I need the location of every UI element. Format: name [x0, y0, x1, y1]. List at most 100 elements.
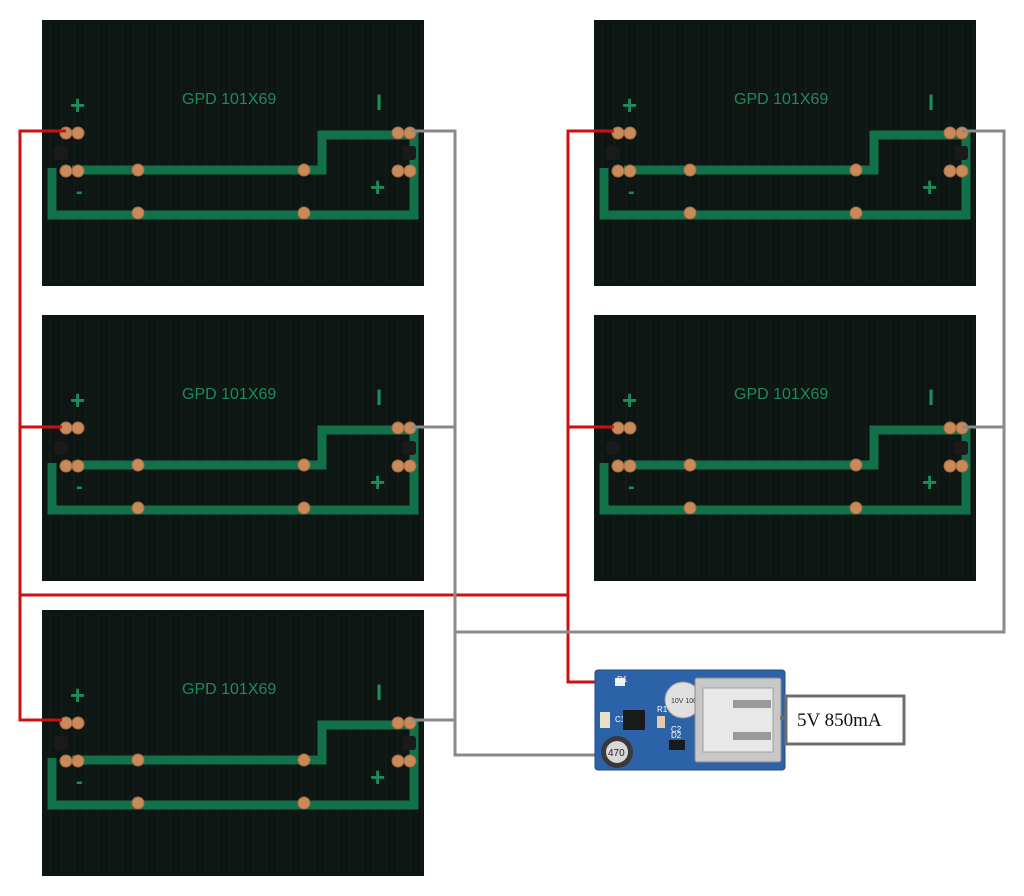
- usb-port-inner: [702, 687, 774, 753]
- minus-sign: -: [76, 181, 83, 203]
- solder-pad: [71, 459, 85, 473]
- usb-contact-bottom: [733, 732, 771, 740]
- minus-sign: -: [628, 181, 635, 203]
- panel-middle-right: GPD 101X69 + I - +: [594, 315, 976, 581]
- bypass-diode: [606, 441, 620, 455]
- inductor-top: [606, 741, 628, 763]
- solder-pad: [391, 164, 405, 178]
- solder-pad: [391, 716, 405, 730]
- bypass-diode: [402, 736, 416, 750]
- panel-surface: [42, 610, 424, 876]
- c2-label: C2: [671, 725, 682, 734]
- solder-pad: [59, 164, 73, 178]
- solder-pad: [611, 126, 625, 140]
- d1-label: D1: [617, 675, 628, 684]
- solder-pad: [955, 459, 969, 473]
- solder-pad: [623, 421, 637, 435]
- c1-label: C1: [615, 715, 626, 724]
- panel-model-label: GPD 101X69: [734, 91, 828, 108]
- cap-marking: 10V 100: [671, 698, 697, 705]
- panel-surface: [42, 315, 424, 581]
- minus-sign: -: [76, 771, 83, 793]
- plus-sign: +: [70, 385, 85, 415]
- bar-sign: I: [376, 680, 382, 705]
- solder-pad: [71, 754, 85, 768]
- solder-pad: [683, 206, 697, 220]
- negative-wires: [412, 129, 1006, 757]
- solder-pad: [943, 421, 957, 435]
- plus-sign-right: +: [370, 467, 385, 497]
- solder-pad: [59, 754, 73, 768]
- bar-sign: I: [928, 385, 934, 410]
- bar-sign: I: [376, 90, 382, 115]
- solder-pad: [391, 459, 405, 473]
- plus-sign-right: +: [922, 172, 937, 202]
- solder-pad: [849, 163, 863, 177]
- panel-surface: [594, 315, 976, 581]
- output-label: 5V 850mA: [797, 710, 882, 731]
- bypass-diode: [606, 146, 620, 160]
- bar-sign: I: [928, 90, 934, 115]
- bypass-diode: [954, 146, 968, 160]
- panel-middle-left: GPD 101X69+I-+: [42, 315, 424, 581]
- solder-pad: [391, 754, 405, 768]
- solder-pad: [131, 796, 145, 810]
- plus-sign-right: +: [370, 172, 385, 202]
- panel-top-right: GPD 101X69 + I - +: [594, 20, 976, 286]
- solder-pad: [297, 753, 311, 767]
- plus-sign: +: [622, 90, 637, 120]
- inductor-value: 470: [608, 748, 625, 759]
- bypass-diode: [954, 441, 968, 455]
- solder-pad: [131, 501, 145, 515]
- solder-pad: [403, 754, 417, 768]
- solder-pad: [611, 459, 625, 473]
- solder-pad: [403, 126, 417, 140]
- solder-pad: [71, 716, 85, 730]
- solder-pad: [71, 126, 85, 140]
- plus-sign: +: [622, 385, 637, 415]
- panel-bottom-left: GPD 101X69 + I - +: [42, 610, 424, 876]
- boost-converter-module: D1 C1 R1 10V 100 C2 D2 470: [594, 669, 786, 771]
- solder-pad: [943, 164, 957, 178]
- usb-contact-top: [733, 700, 771, 708]
- solder-pad: [59, 126, 73, 140]
- plus-sign: +: [70, 90, 85, 120]
- solder-pad: [623, 459, 637, 473]
- solder-pad: [297, 163, 311, 177]
- bar-sign: I: [376, 385, 382, 410]
- solder-pad: [297, 206, 311, 220]
- panel-surface: [42, 20, 424, 286]
- solder-pad: [683, 501, 697, 515]
- solder-pad: [849, 458, 863, 472]
- solder-pad: [403, 459, 417, 473]
- solder-pad: [59, 459, 73, 473]
- solder-pad: [955, 164, 969, 178]
- solder-pad: [131, 753, 145, 767]
- panel-model-label: GPD 101X69: [182, 681, 276, 698]
- solder-pad: [131, 206, 145, 220]
- positive-wires: [18, 129, 614, 722]
- bypass-diode: [402, 146, 416, 160]
- panel-model-label: GPD 101X69: [734, 386, 828, 403]
- minus-sign: -: [628, 476, 635, 498]
- r1-component: [657, 716, 665, 728]
- output-box: [784, 694, 906, 746]
- ic-chip: [623, 710, 645, 730]
- solder-pad: [71, 421, 85, 435]
- plus-sign-right: +: [370, 762, 385, 792]
- solder-pad: [683, 458, 697, 472]
- solder-pad: [849, 206, 863, 220]
- red-wire-right-bus: [566, 129, 614, 684]
- solder-pad: [297, 796, 311, 810]
- solder-pad: [943, 459, 957, 473]
- solar-panels: GPD 101X69 + I - + GPD 101X69 + I - + GPD 101X69 + I…: [42, 20, 976, 876]
- r1-label: R1: [657, 705, 668, 714]
- d1-component: [615, 678, 625, 686]
- solder-pad: [131, 458, 145, 472]
- plus-sign: +: [70, 680, 85, 710]
- solder-pad: [683, 163, 697, 177]
- d2-label: D2: [671, 731, 682, 740]
- solder-pad: [131, 163, 145, 177]
- plus-sign-right: +: [922, 467, 937, 497]
